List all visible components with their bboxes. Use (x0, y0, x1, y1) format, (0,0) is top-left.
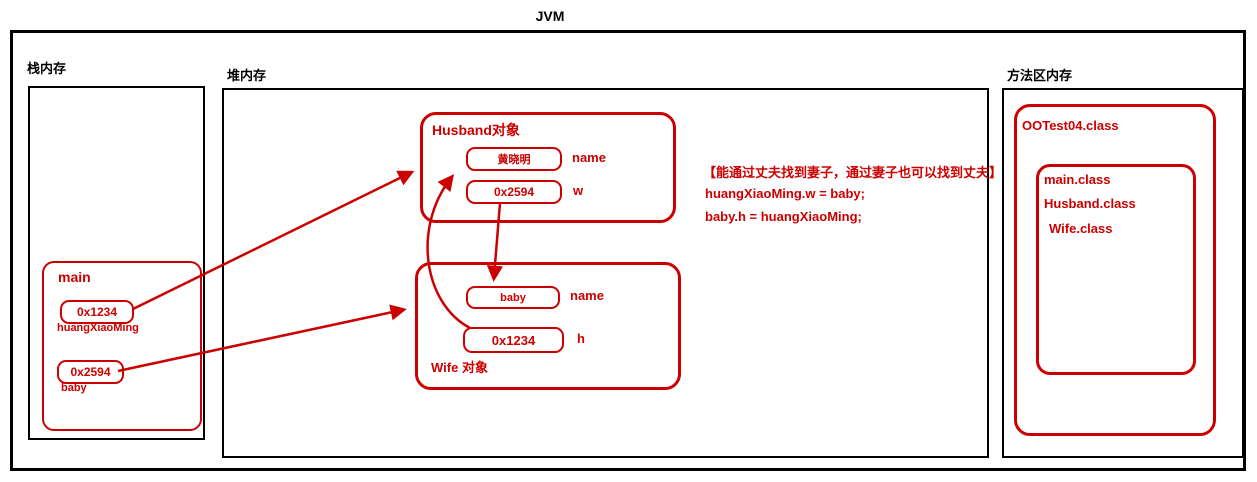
stack-section-label: 栈内存 (27, 61, 67, 76)
heap-note-line: 【能通过丈夫找到妻子，通过妻子也可以找到丈夫】 (703, 165, 1003, 180)
ootest04-class-box (1014, 104, 1216, 436)
wife-field-value: baby (466, 286, 560, 309)
husband-object-title: Husband对象 (432, 122, 520, 138)
wife-object-title: Wife 对象 (431, 360, 488, 375)
wife-field-label: name (570, 288, 604, 303)
method-area-section-label: 方法区内存 (1007, 68, 1073, 83)
stack-var-name: huangXiaoMing (57, 322, 139, 334)
class-list-item: Wife.class (1049, 221, 1113, 236)
heap-section-label: 堆内存 (227, 68, 267, 83)
stack-var-name: baby (61, 382, 87, 394)
jvm-frame (10, 30, 1246, 471)
diagram-title: JVM (535, 8, 565, 24)
wife-field-label: h (577, 331, 585, 346)
inner-class-list-box (1036, 164, 1196, 375)
wife-object-box (415, 262, 681, 390)
stack-var-value: 0x2594 (57, 360, 124, 384)
husband-field-value: 黄晓明 (466, 147, 562, 171)
heap-note-line: baby.h = huangXiaoMing; (705, 209, 862, 224)
heap-note-line: huangXiaoMing.w = baby; (705, 186, 865, 201)
stack-var-value: 0x1234 (60, 300, 134, 324)
main-frame-title: main (58, 269, 91, 285)
husband-object-box (420, 112, 676, 223)
method-area-section-box (1002, 88, 1244, 458)
ootest04-class-title: OOTest04.class (1022, 118, 1119, 133)
main-stack-frame (42, 261, 202, 431)
class-list-item: main.class (1044, 172, 1111, 187)
husband-field-label: w (573, 183, 584, 198)
wife-field-value: 0x1234 (463, 327, 564, 353)
husband-field-label: name (572, 150, 606, 165)
class-list-item: Husband.class (1044, 196, 1136, 211)
husband-field-value: 0x2594 (466, 180, 562, 204)
